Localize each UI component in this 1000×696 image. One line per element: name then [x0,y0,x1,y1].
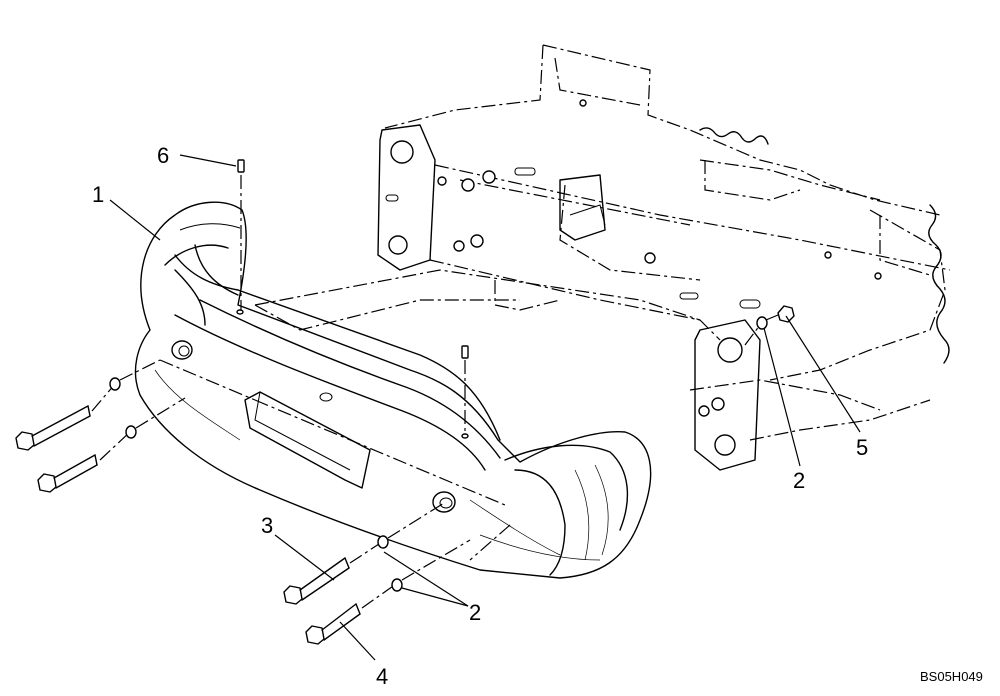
pins-part-6 [237,159,469,432]
washer-nut-right [744,305,795,346]
callout-1: 1 [92,182,104,207]
callout-2-right: 2 [793,468,805,493]
bolt-part-3 [283,502,445,605]
callout-6: 6 [157,143,169,168]
bolt-left-upper [15,359,161,451]
machine-frame [254,44,951,471]
counterweight [134,201,652,579]
callout-3: 3 [261,513,273,538]
callout-2-lower: 2 [469,600,481,625]
bolt-left-lower [37,397,186,493]
bolt-part-4 [305,539,471,645]
leader-lines [109,154,861,661]
callout-5: 5 [856,435,868,460]
bolts [15,305,795,645]
callout-4: 4 [376,664,388,689]
drawing-code: BS05H049 [920,669,983,684]
